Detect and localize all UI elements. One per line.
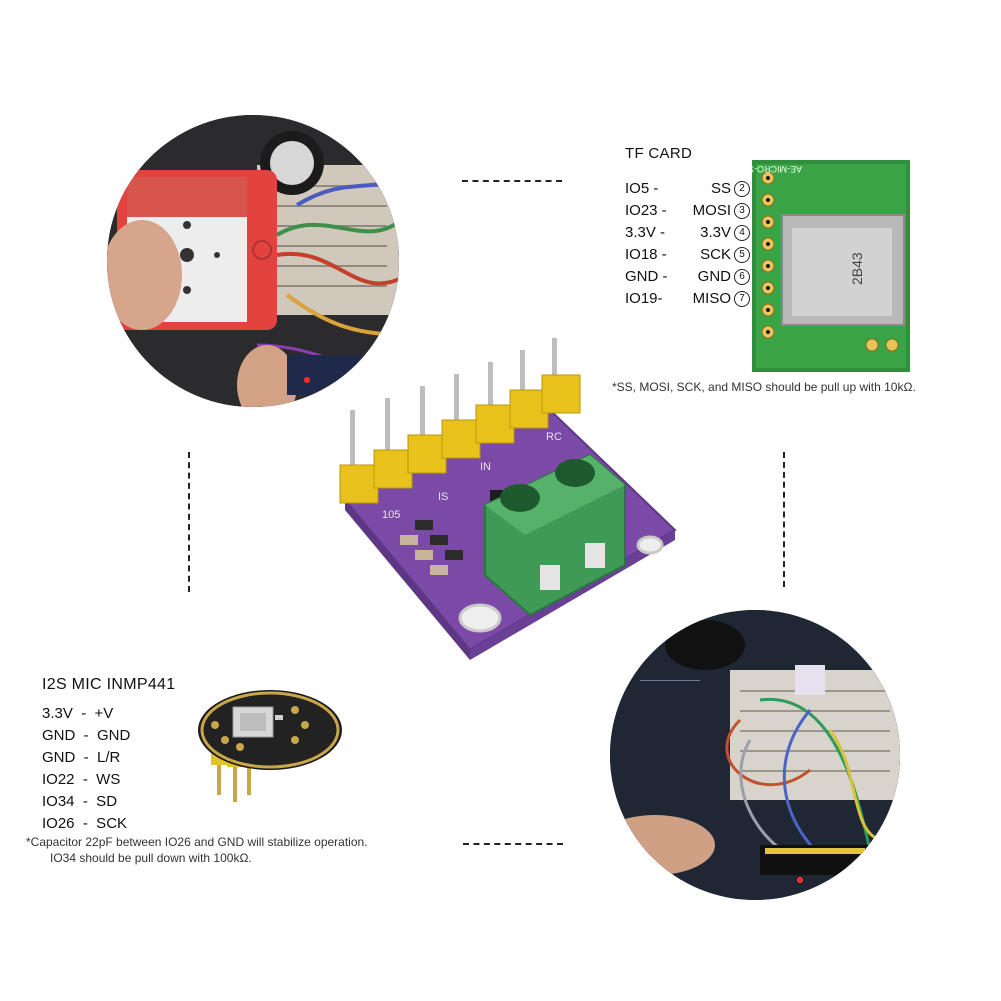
tf-pin-num-2: 4 bbox=[734, 225, 750, 242]
tf-module-label: AE-MICRO-SD-DIP bbox=[752, 164, 802, 174]
tf-signal-2: 3.3V bbox=[700, 224, 731, 241]
tf-gpio-4: GND - bbox=[625, 268, 668, 285]
mic-title: I2S MIC INMP441 bbox=[42, 676, 176, 693]
mic-pin-row: 3.3V - +V bbox=[42, 705, 114, 722]
tf-pin-num-4: 6 bbox=[734, 269, 750, 286]
phone-demo-photo bbox=[107, 115, 399, 407]
mic-pin-row: IO26 - SCK bbox=[42, 815, 128, 832]
header-pin bbox=[407, 386, 447, 474]
mic-note-line1: *Capacitor 22pF between IO26 and GND wil… bbox=[26, 835, 368, 849]
connector-right bbox=[783, 452, 785, 587]
tf-pin-num-3: 5 bbox=[734, 247, 750, 264]
tf-gpio-5: IO19- bbox=[625, 290, 663, 307]
connector-top bbox=[462, 180, 562, 182]
tf-gpio-3: IO18 - bbox=[625, 246, 667, 263]
tf-gpio-1: IO23 - bbox=[625, 202, 667, 219]
header-pin bbox=[373, 398, 413, 489]
mic-pin-row: GND - L/R bbox=[42, 749, 121, 766]
tf-card-chip-label: 2B43 bbox=[849, 252, 865, 285]
tf-card-module: AE-MICRO-SD-DIP 2B43 bbox=[724, 160, 910, 372]
tf-pin-num-1: 3 bbox=[734, 203, 750, 220]
silk-is: IS bbox=[438, 491, 448, 503]
tf-gpio-0: IO5 - bbox=[625, 180, 659, 197]
mic-note-line2: IO34 should be pull down with 100kΩ. bbox=[50, 851, 252, 865]
mic-pin-table: 3.3V - +V GND - GND GND - L/R IO22 - WS … bbox=[42, 705, 192, 835]
header-pin bbox=[475, 362, 515, 444]
mic-pin-row: GND - GND bbox=[42, 727, 131, 744]
tf-signal-0: SS bbox=[710, 180, 731, 197]
silk-in: IN bbox=[480, 461, 491, 473]
silk-rc: RC bbox=[546, 431, 562, 443]
amplifier-board: 105 IS IN RC bbox=[320, 330, 690, 670]
tf-signal-5: MISO bbox=[692, 290, 731, 307]
mic-pin-row: IO34 - SD bbox=[42, 793, 118, 810]
tf-signal-1: MOSI bbox=[692, 202, 731, 219]
header-pin bbox=[441, 374, 481, 459]
tf-card-title: TF CARD bbox=[625, 145, 693, 162]
tf-card-note: *SS, MOSI, SCK, and MISO should be pull … bbox=[612, 380, 916, 394]
breadboard-demo-photo bbox=[610, 610, 900, 900]
tf-signal-3: SCK bbox=[700, 246, 731, 263]
tf-pin-num-5: 7 bbox=[734, 291, 750, 308]
inmp441-module bbox=[195, 685, 345, 815]
header-pin bbox=[541, 338, 581, 414]
silk-105: 105 bbox=[382, 509, 400, 521]
tf-pin-num-0: 2 bbox=[734, 181, 750, 198]
header-pin bbox=[339, 410, 379, 504]
screw-terminal bbox=[484, 453, 626, 617]
tf-card-pin-table: IO5 - IO23 - 3.3V - IO18 - GND - IO19- bbox=[625, 180, 750, 310]
mic-pin-row: IO22 - WS bbox=[42, 771, 121, 788]
connector-left bbox=[188, 452, 190, 592]
tf-gpio-2: 3.3V - bbox=[625, 224, 666, 241]
connector-bottom bbox=[463, 843, 563, 845]
tf-signal-4: GND bbox=[697, 268, 731, 285]
